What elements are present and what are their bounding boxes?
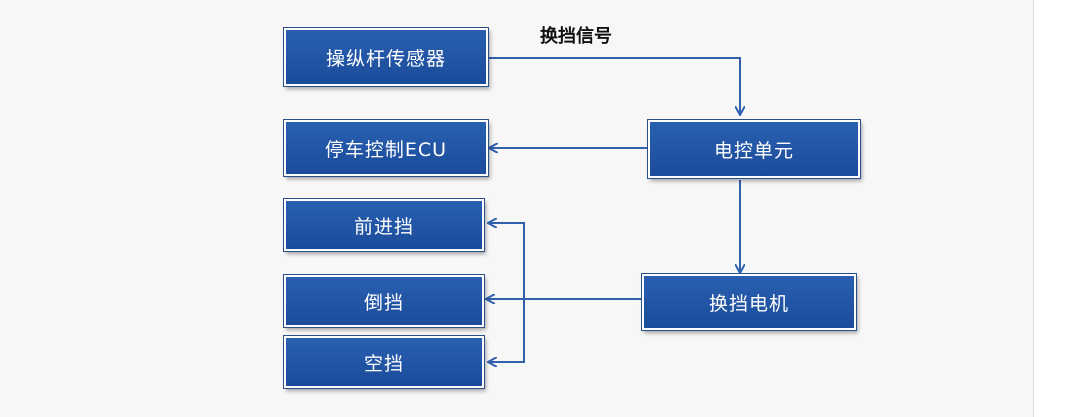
page-edge-strip <box>1033 0 1080 417</box>
node-reverse-gear: 倒挡 <box>284 275 484 327</box>
node-neutral-gear: 空挡 <box>284 336 484 388</box>
edge-to-neutral <box>489 299 525 362</box>
edge-lever-to-control <box>488 57 740 114</box>
node-parking-ecu: 停车控制ECU <box>284 120 488 176</box>
node-control-unit: 电控单元 <box>648 120 860 178</box>
edge-to-forward <box>489 223 525 299</box>
node-lever-sensor: 操纵杆传感器 <box>284 28 488 86</box>
shift-signal-label: 换挡信号 <box>540 26 612 47</box>
node-shift-motor: 换挡电机 <box>642 274 856 330</box>
node-forward-gear: 前进挡 <box>284 199 484 251</box>
